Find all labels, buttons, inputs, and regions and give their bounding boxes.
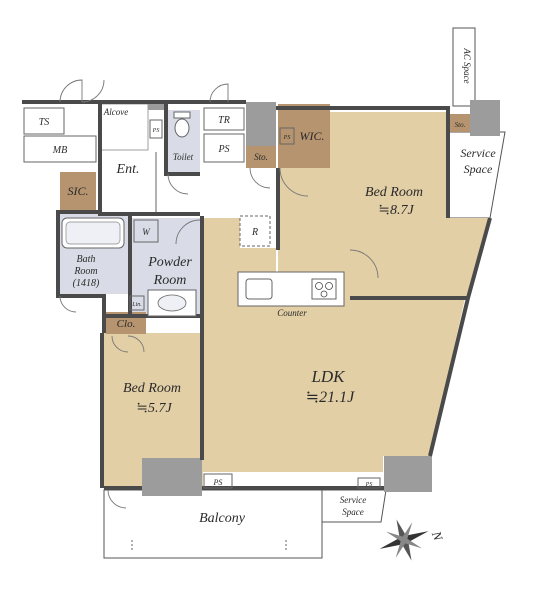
sto-b-label: Sto.: [455, 121, 466, 129]
doors: [59, 79, 379, 509]
powder-room-label-1: Powder: [147, 255, 192, 270]
kitchen-sink: [245, 278, 273, 300]
mb-label: MB: [52, 145, 67, 156]
door-powder: [175, 219, 201, 245]
ps-bottom-label: PS: [213, 478, 223, 487]
entrance-label: Ent.: [116, 162, 140, 177]
burner-1: [315, 282, 323, 290]
clo-label: Clo.: [117, 318, 136, 330]
service-space-right-label-2: Space: [464, 162, 493, 176]
alcove-label: Alcove: [103, 107, 128, 117]
ps-toilet-box: [149, 119, 163, 139]
ps-entry-label: PS: [217, 144, 229, 155]
counter-label: Counter: [277, 308, 307, 318]
ldk-name: LDK: [310, 367, 346, 386]
compass-diag-2: [395, 538, 407, 558]
door-balcony: [107, 489, 127, 509]
toilet-label: Toilet: [173, 152, 194, 162]
ps-wic-box: [279, 127, 295, 145]
toilet-bowl: [174, 118, 190, 138]
ps-entry-box: [203, 133, 245, 163]
door-entry-right: [81, 79, 105, 103]
column-bottom-right: [384, 456, 432, 492]
column-top-mid: [246, 102, 276, 146]
column-top-left: [148, 100, 168, 110]
mb-box: [23, 135, 97, 163]
sic-floor: [60, 172, 96, 212]
tr-box: [203, 107, 245, 131]
compass-diag-4: [386, 531, 406, 543]
ac-space-area: [452, 27, 476, 107]
door-bed-main: [279, 167, 309, 197]
service-space-right-label-1: Service: [460, 146, 496, 160]
refrigerator-box: [239, 215, 271, 247]
service-space-bottom-label-2: Space: [342, 507, 364, 517]
service-space-bottom-label-1: Service: [340, 495, 366, 505]
ps-toilet-label: PS: [152, 128, 160, 134]
washer-label: W: [142, 227, 151, 237]
bedroom-main-size: ≒8.7J: [378, 203, 414, 218]
fixtures: [61, 111, 345, 550]
labels: LDK ≒21.1J Bed Room ≒8.7J Bed Room ≒5.7J…: [39, 47, 497, 526]
linen-label: Lin.: [131, 302, 142, 308]
ac-space-label: AC Space: [462, 47, 472, 83]
bath-room-label-3: (1418): [73, 278, 100, 289]
vanity-sink: [157, 294, 187, 312]
wall-toilet: [164, 104, 200, 176]
compass-north-label: N: [429, 528, 447, 543]
compass-diag-1: [401, 522, 413, 542]
sto-a-label: Sto.: [254, 152, 268, 162]
refrigerator-label: R: [251, 227, 258, 238]
entrance-floor: [98, 152, 156, 212]
kitchen-stove: [311, 278, 337, 300]
burner-2: [325, 282, 333, 290]
bathtub-inner: [65, 221, 121, 245]
linen-box: [129, 295, 145, 311]
toilet-tank: [173, 111, 191, 119]
ts-box: [23, 107, 65, 135]
door-toilet: [167, 173, 189, 195]
alcove-area: [99, 103, 149, 151]
bedroom-small-name: Bed Room: [123, 381, 181, 396]
bath-room-label-2: Room: [73, 266, 97, 277]
column-bottom-left: [142, 458, 202, 496]
ps-service-label: PS: [365, 482, 373, 488]
balcony-label: Balcony: [199, 511, 246, 526]
wic-label: WIC.: [300, 129, 325, 143]
ps-bottom-box: [203, 473, 233, 489]
ps-wic-label: PS: [283, 135, 291, 141]
ldk-size: ≒21.1J: [306, 389, 355, 406]
partitions: [23, 107, 381, 489]
powder-room-label-2: Room: [153, 273, 187, 288]
tr-label: TR: [218, 115, 230, 126]
bedroom-main-floor: [278, 112, 490, 298]
door-ldk-service: [349, 249, 379, 279]
door-sto: [249, 167, 271, 189]
sic-label: SIC.: [68, 184, 89, 198]
sto-b-floor: [450, 114, 470, 132]
door-entry-left: [59, 79, 83, 103]
sto-a-floor: [246, 146, 276, 168]
burner-3: [320, 290, 328, 298]
columns: [142, 100, 500, 496]
column-top-right: [470, 100, 500, 136]
door-ps: [209, 83, 229, 103]
bedroom-small-size: ≒5.7J: [136, 401, 172, 416]
bedroom-main-name: Bed Room: [365, 185, 423, 200]
door-bed-small: [111, 335, 145, 353]
storage-blocks: [60, 104, 470, 334]
wic-floor: [278, 104, 330, 168]
wall-upper-left: [22, 100, 106, 333]
compass-diag-3: [402, 537, 422, 549]
wall-outer-top-right: [276, 106, 450, 132]
ts-label: TS: [39, 117, 50, 128]
ps-service-box: [357, 477, 381, 489]
walls: [22, 100, 492, 490]
bath-room-label-1: Bath: [77, 254, 96, 265]
door-bath: [59, 295, 77, 313]
washer-box: [133, 219, 159, 243]
compass-rose: N: [379, 519, 447, 561]
